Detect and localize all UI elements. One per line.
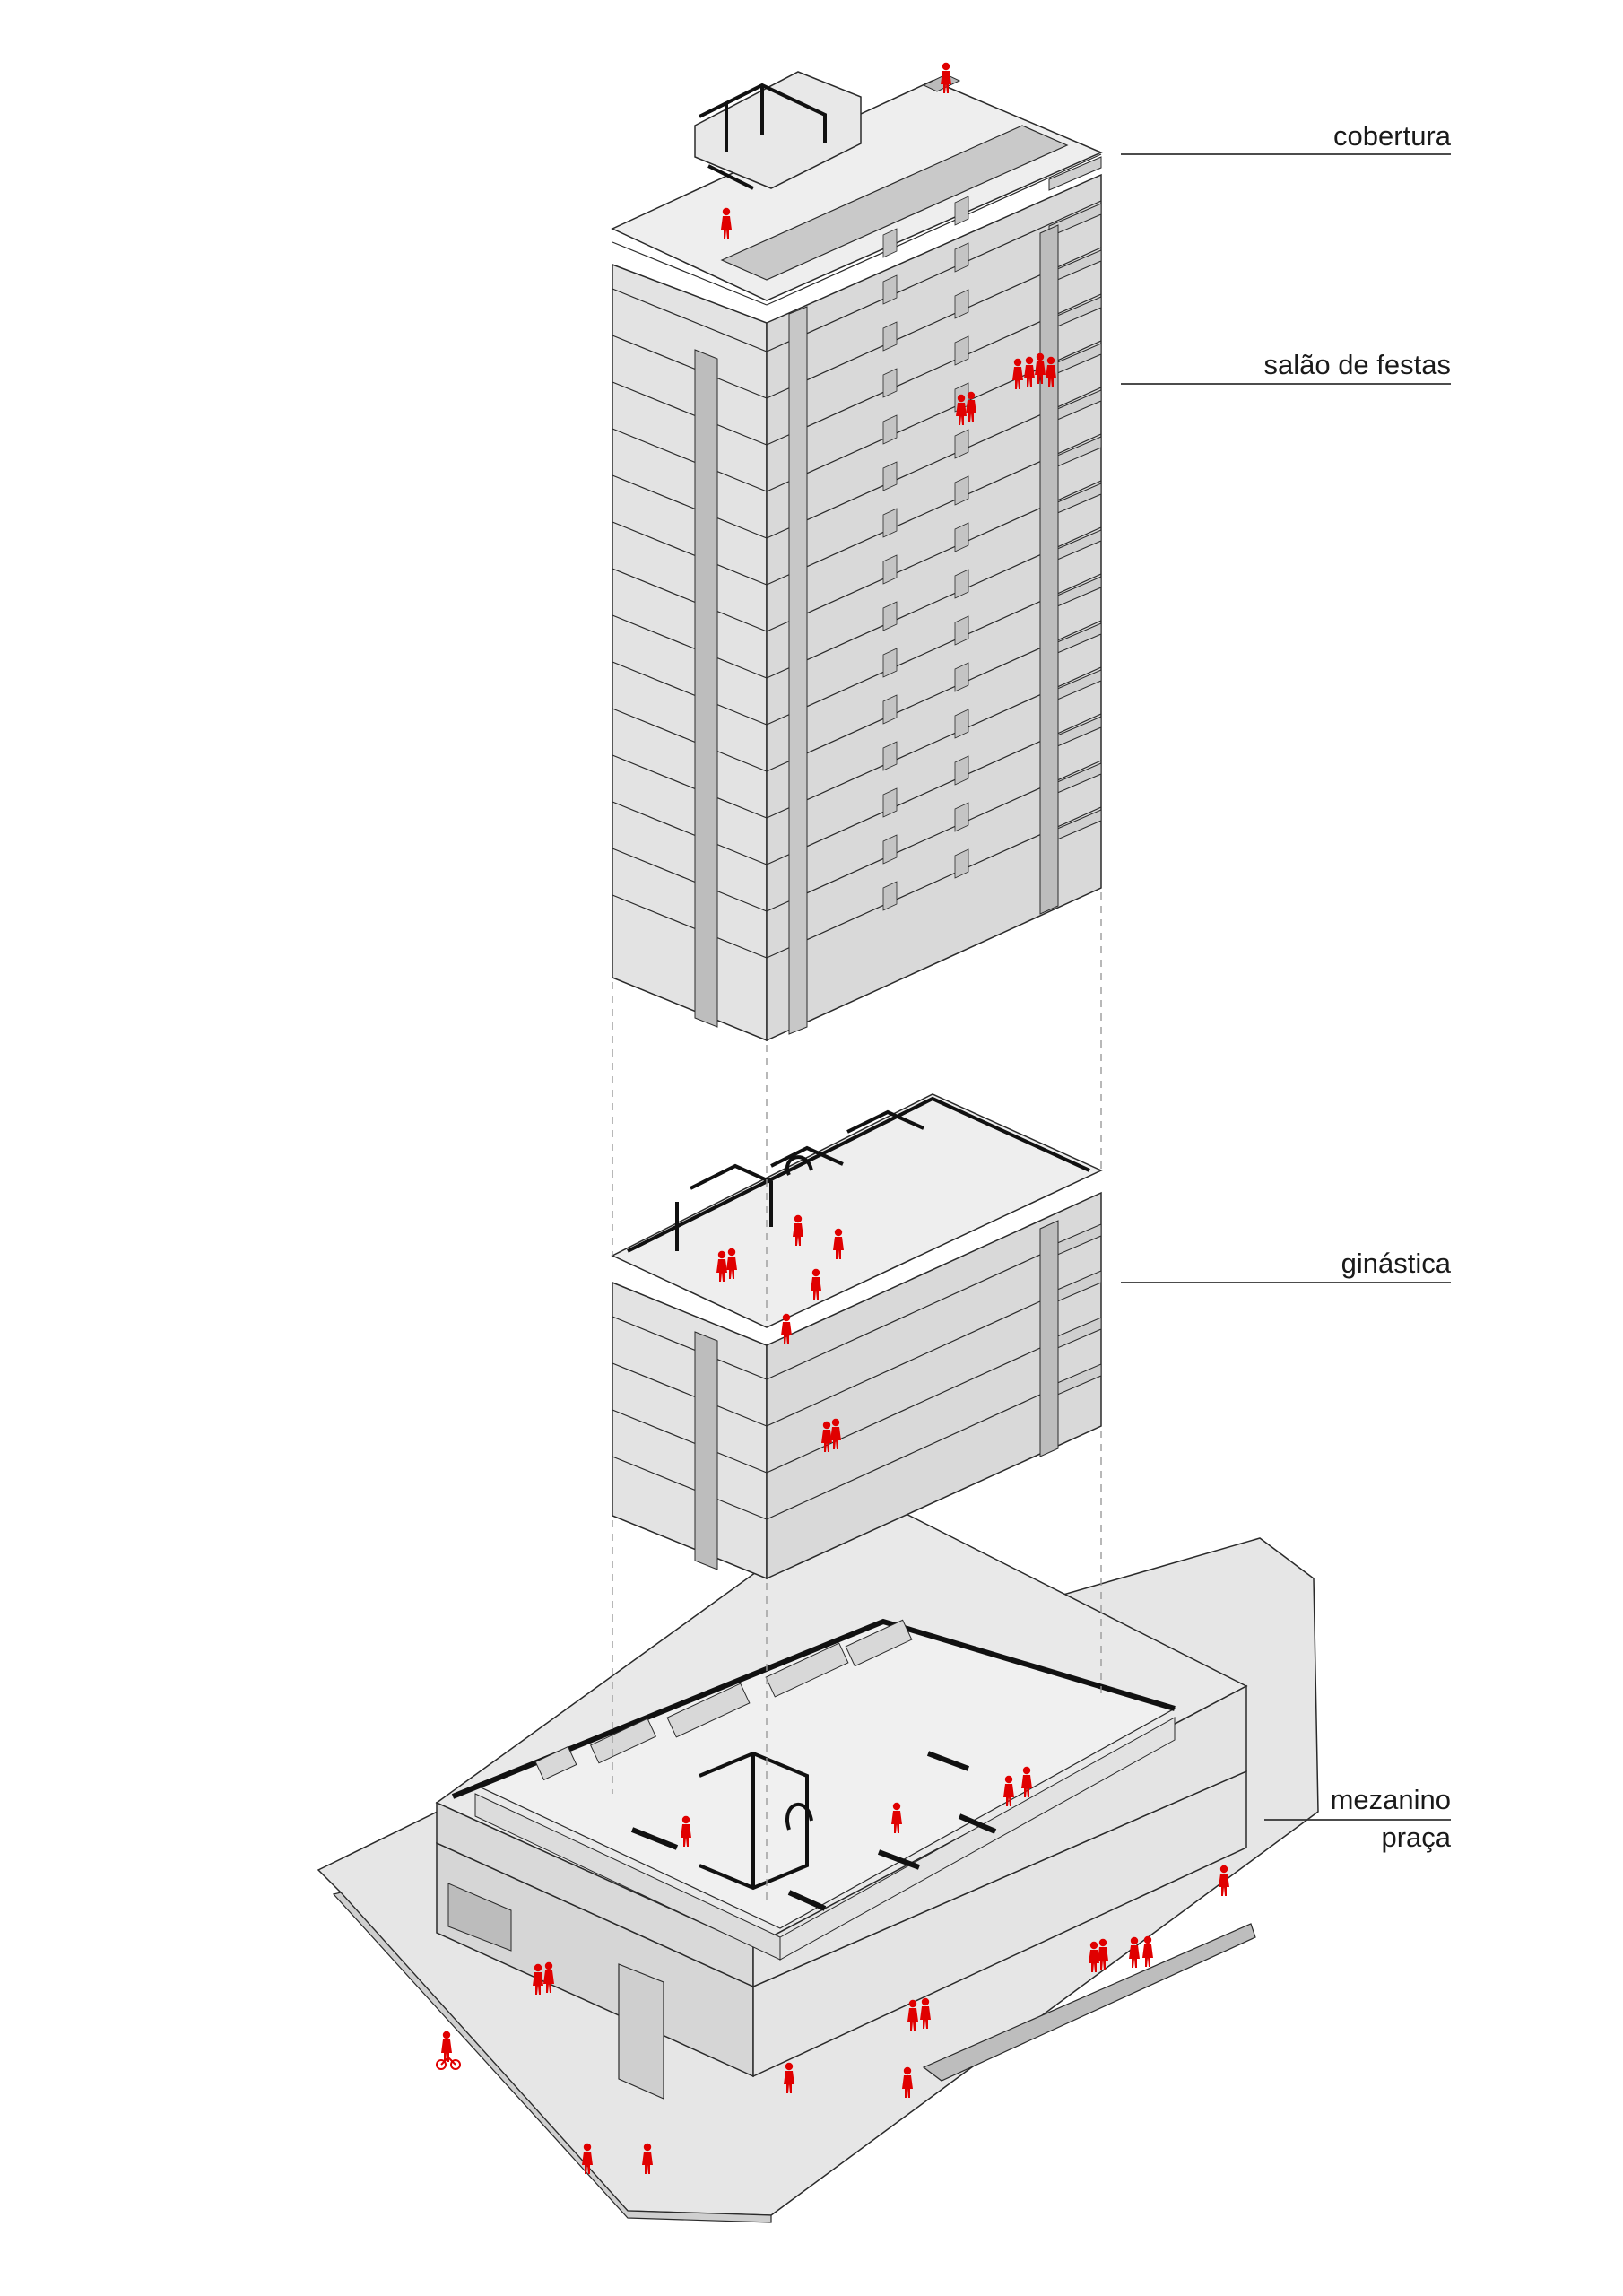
tower-vertical-strip-right [1039, 224, 1059, 915]
roof-rooftop-box [694, 71, 862, 189]
mezzanine-rear-wall [451, 1618, 1176, 1799]
projection-lines [612, 892, 1102, 1906]
label-praca: praça [1381, 1822, 1451, 1853]
tower-left-face [612, 263, 768, 1042]
label-ginastica: ginástica [1341, 1248, 1451, 1279]
plaza-long-bench [922, 1923, 1256, 2082]
plaza-edge [332, 1892, 772, 2223]
gym-left-face [612, 1281, 768, 1580]
gym-vertical-strip-left [694, 1331, 718, 1570]
gym-interior-walls [675, 1109, 924, 1251]
podium [435, 1492, 1451, 2100]
podium-entry-column [618, 1963, 664, 2100]
tower-vertical-strip-left [694, 349, 718, 1028]
roof-skylight [720, 125, 1069, 281]
tower-right-face [766, 173, 1102, 1042]
label-cobertura: cobertura [1333, 120, 1451, 152]
tower-vertical-strip-mid [788, 306, 808, 1035]
podium-core-walls [699, 1751, 813, 1891]
label-salao-de-festas: salão de festas [1263, 349, 1451, 380]
roof-core-walls [699, 83, 827, 190]
tower-window-columns [882, 196, 969, 911]
gym-module [611, 1093, 1451, 1580]
mezzanine-right-rail [779, 1717, 1176, 1961]
gym-vertical-strip-right [1039, 1220, 1059, 1457]
mezzanine-planters [534, 1619, 913, 1781]
gym-right-face [766, 1191, 1102, 1580]
tower [611, 71, 1451, 1042]
bicycle [436, 2057, 461, 2070]
label-mezanino: mezanino [1330, 1784, 1451, 1815]
garage-opening [447, 1883, 512, 1952]
gym-rear-wall [627, 1096, 1090, 1253]
mezzanine-black-walls [630, 1751, 997, 1911]
